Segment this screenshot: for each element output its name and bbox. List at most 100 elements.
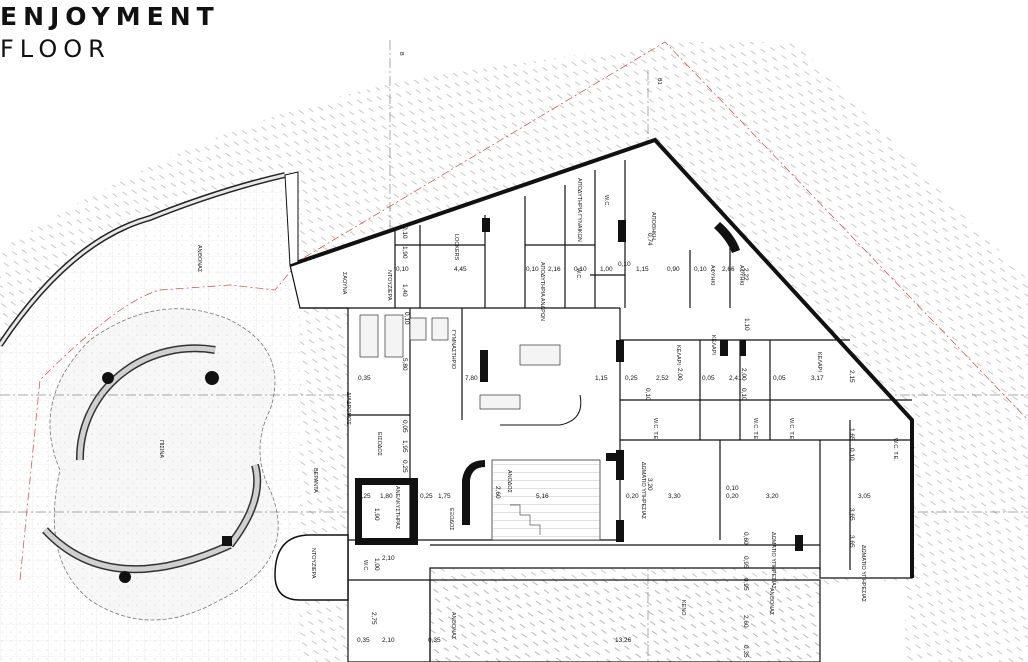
dimension-label: 5,80 xyxy=(401,358,408,371)
label-storage: ΑΠΟΘΗΚΗ xyxy=(650,212,656,240)
dimension-label: 0,25 xyxy=(358,493,371,500)
label-garden-left: ΑΝΘΟΝΑΣ xyxy=(196,245,202,273)
label-wc-te-1: W.C. T.E. xyxy=(652,418,658,441)
label-corridor: ΔΙΑΔΡΟΜΟΣ xyxy=(345,392,351,425)
dimension-label: 0,10 xyxy=(401,226,408,239)
label-veranda: ΒΕΡΑΝΤΑ xyxy=(312,468,318,493)
dimension-label: 4,45 xyxy=(454,266,467,273)
label-pool: ΠΙΣΙΝΑ xyxy=(158,440,164,458)
dimension-label: 0,95 xyxy=(742,578,749,591)
dimension-label: 0,05 xyxy=(702,375,715,382)
dimension-label: 0,35 xyxy=(742,645,749,658)
dimension-label: 2,60 xyxy=(742,615,749,628)
label-exit: ΕΞΟΔΟΣ xyxy=(448,508,454,531)
label-lockers: LOCKERS xyxy=(453,234,459,261)
dimension-label: 0,95 xyxy=(742,556,749,569)
drawing-title: ENJOYMENT FLOOR xyxy=(0,0,220,64)
dimension-label: 1,95 xyxy=(401,440,408,453)
columns xyxy=(355,218,803,551)
dimension-label: 0,10 xyxy=(526,266,539,273)
dimension-label: 0,90 xyxy=(667,266,680,273)
dimension-label: 1,40 xyxy=(401,284,408,297)
dimension-label: 2,60 xyxy=(494,486,501,499)
dimension-label: 3,65 xyxy=(848,508,855,521)
building xyxy=(284,137,914,662)
dimension-label: 0,10 xyxy=(726,485,739,492)
dimension-label: 3,30 xyxy=(668,493,681,500)
label-room-3: ΚΕΛΑΡΙ xyxy=(816,352,822,372)
dimension-label: 0,35 xyxy=(358,375,371,382)
dimension-label: 0,35 xyxy=(428,637,441,644)
dimension-label: 0,35 xyxy=(357,637,370,644)
label-wc-te-4: W.C. T.E. xyxy=(892,438,898,461)
dimension-label: 2,00 xyxy=(676,368,683,381)
dimension-label: 1,65 xyxy=(848,428,855,441)
dimension-label: 2,41 xyxy=(729,375,742,382)
dimension-label: 0,20 xyxy=(626,493,639,500)
dimension-label: 0,05 xyxy=(401,420,408,433)
dimension-label: 1,15 xyxy=(636,266,649,273)
dimension-label: 1,75 xyxy=(438,493,451,500)
dimension-label: 0,74 xyxy=(646,233,653,246)
dimension-label: 1,80 xyxy=(380,493,393,500)
dimension-label: 1,90 xyxy=(401,246,408,259)
label-wc-3: W.C. xyxy=(362,560,368,572)
dimension-label: 3,20 xyxy=(646,478,653,491)
dimension-label: 3,65 xyxy=(848,535,855,548)
label-up: ΑΝΟΔΟΣ xyxy=(506,470,512,494)
label-wc-te-3: W.C. T.E. xyxy=(788,418,794,441)
dimension-label: 0,10 xyxy=(644,388,651,401)
dimension-label: 0,20 xyxy=(726,493,739,500)
dimension-label: 7,80 xyxy=(465,375,478,382)
label-room-1: ΚΕΛΑΡΙ xyxy=(675,345,681,365)
dimension-label: 0,10 xyxy=(618,261,631,268)
label-closet-1: ΑΦΥΗΚΙ xyxy=(709,265,715,286)
section-marks: B B1 xyxy=(398,52,662,85)
dimensions: 0,10 1,90 0,10 4,45 0,10 2,16 0,10 1,00 … xyxy=(357,226,871,658)
label-closet-2: ΑΦΥΗΚΙ xyxy=(738,265,744,286)
dimension-label: 1,10 xyxy=(743,318,750,331)
dimension-label: 0,10 xyxy=(740,388,747,401)
label-staff-room-3: ΔΩΜΑΤΙΟ ΥΠΗΡΕΣΙΑΣ xyxy=(860,545,866,603)
label-entrance: ΕΙΣΟΔΟΣ xyxy=(376,432,382,457)
dimension-label: 1,90 xyxy=(373,508,380,521)
dimension-label: 1,00 xyxy=(373,558,380,571)
dimension-label: 0,25 xyxy=(625,375,638,382)
dimension-label: 2,66 xyxy=(722,266,735,273)
staircase xyxy=(491,459,601,541)
label-wc-te-2: W.C. T.E. xyxy=(752,418,758,441)
label-elevator: ΑΝΕΛΚΥΣΤΗΡΑΣ xyxy=(394,486,400,530)
label-wc-2: W.C. xyxy=(575,268,581,280)
label-wc-1: W.C. xyxy=(603,195,609,207)
dimension-label: 3,05 xyxy=(858,493,871,500)
label-garden-bottom-right: ΑΝΘΟΝΑΣ xyxy=(768,588,774,616)
title-line-2: FLOOR xyxy=(0,35,111,63)
gym-equipment xyxy=(359,314,561,410)
dimension-label: 0,10 xyxy=(396,266,409,273)
label-changing-women: ΑΠΟΔΥΤΗΡΙΑ ΓΥΝΑΙΚΩΝ xyxy=(576,178,582,242)
dimension-label: 2,15 xyxy=(848,370,855,383)
label-staff-room-2: ΔΩΜΑΤΙΟ ΥΠΗΡΕΣΙΑΣ xyxy=(770,532,776,590)
dimension-label: 13,26 xyxy=(615,637,632,644)
label-garden-bottom: ΑΝΘΟΝΑΣ xyxy=(450,612,456,640)
dimension-label: 2,52 xyxy=(656,375,669,382)
property-line xyxy=(19,41,1028,581)
label-gym: ΓΥΜΝΑΣΤΗΡΙΟ xyxy=(450,330,456,370)
dimension-label: 0,25 xyxy=(420,493,433,500)
title-line-1: ENJOYMENT xyxy=(0,2,220,31)
dimension-label: 2,10 xyxy=(382,637,395,644)
dimension-label: 0,10 xyxy=(694,266,707,273)
dimension-label: B1 xyxy=(656,78,662,85)
dimension-label: 1,15 xyxy=(595,375,608,382)
dimension-label: 2,22 xyxy=(742,268,749,281)
label-staff-room-1: ΔΩΜΑΤΙΟ ΥΠΗΡΕΣΙΑΣ xyxy=(640,462,646,520)
dimension-label: 5,16 xyxy=(536,493,549,500)
dimension-label: 3,17 xyxy=(811,375,824,382)
dimension-label: 0,05 xyxy=(773,375,786,382)
label-room-2: ΚΕΛΑΡΙ xyxy=(710,335,716,355)
pool-ring xyxy=(42,344,262,583)
dimension-label: 2,75 xyxy=(370,612,377,625)
shower-pod xyxy=(274,534,349,601)
dimension-label: 2,10 xyxy=(382,555,395,562)
